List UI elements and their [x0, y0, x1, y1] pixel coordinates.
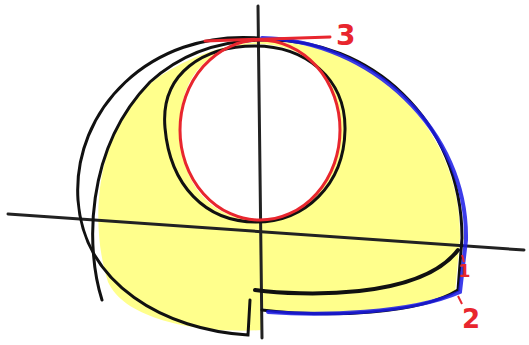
callout-number: 2 [462, 306, 480, 332]
notch-curve [255, 250, 458, 293]
red-circle [180, 40, 340, 220]
outer-outline-inner [93, 40, 462, 300]
leader-tick [462, 255, 464, 262]
red-top-line [205, 37, 330, 41]
inner-black-circle [165, 46, 345, 222]
outer-outline [78, 37, 258, 335]
callout-number: 1 [458, 262, 471, 280]
callout-number: 3 [336, 22, 355, 50]
yellow-region [98, 42, 460, 331]
blue-curve [262, 38, 466, 314]
leader-tick [458, 296, 462, 304]
y-axis [258, 6, 262, 338]
